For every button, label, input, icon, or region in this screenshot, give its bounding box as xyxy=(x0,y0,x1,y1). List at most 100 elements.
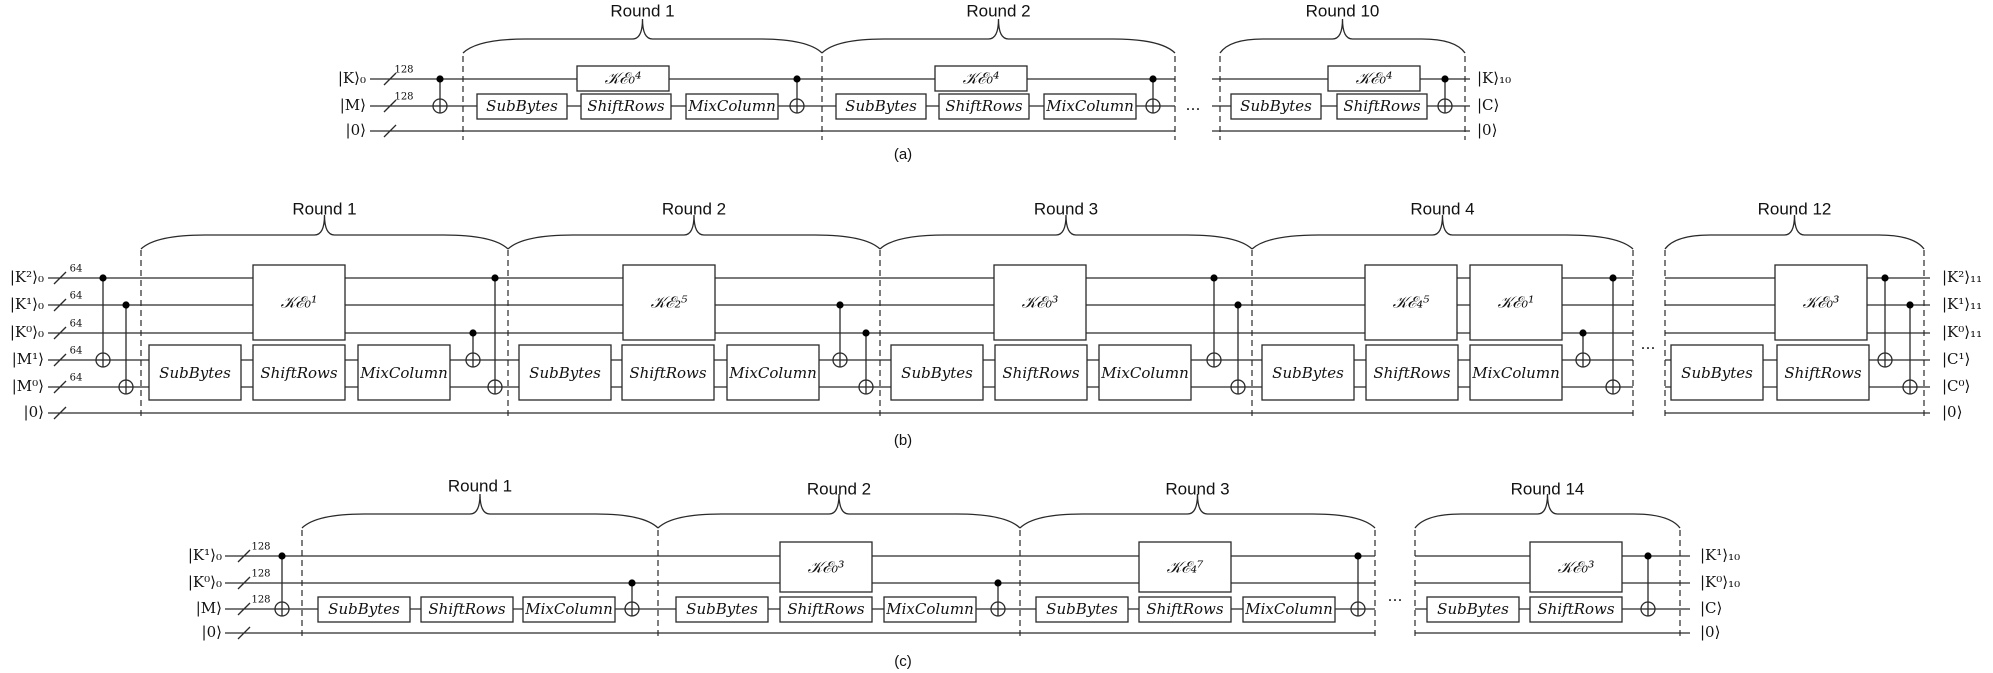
cnot-target xyxy=(1877,352,1893,368)
key-expansion-gate xyxy=(622,264,716,341)
out-label-b-2: |K⁰⟩₁₁ xyxy=(1942,323,1982,341)
ellipsis: … xyxy=(1388,587,1403,605)
bus-width-c: 128 xyxy=(251,595,270,606)
bus-slash xyxy=(383,99,397,113)
round-title: Round 3 xyxy=(1165,479,1229,498)
key-expansion-gate xyxy=(576,65,670,92)
cnot-target xyxy=(1437,98,1453,114)
out-label-c-3: |0⟩ xyxy=(1700,623,1720,641)
gate-label: MixColumn xyxy=(1045,97,1133,115)
cnot-target xyxy=(1206,352,1222,368)
gate-label: ShiftRows xyxy=(945,97,1022,115)
bus-slash xyxy=(53,380,67,394)
control-dot xyxy=(1234,301,1242,309)
control-dot xyxy=(836,301,844,309)
wire-label-c-3: |0⟩ xyxy=(202,623,222,641)
gate-label: SubBytes xyxy=(159,364,231,382)
gate-subbytes xyxy=(148,344,242,401)
gate-label: SubBytes xyxy=(1046,600,1118,618)
key-expansion-label: 𝒦ℰ₀⁴ xyxy=(963,69,1000,88)
control-dot xyxy=(793,75,801,83)
out-label-c-1: |K⁰⟩₁₀ xyxy=(1700,573,1740,591)
key-expansion-gate xyxy=(993,264,1087,341)
control-dot xyxy=(862,329,870,337)
round-title: Round 1 xyxy=(448,476,512,495)
gate-mixcolumn xyxy=(357,344,451,401)
gate-label: ShiftRows xyxy=(1343,97,1420,115)
key-expansion-gate xyxy=(252,264,346,341)
wire-label-k: |K⟩₀ xyxy=(338,69,366,87)
gate-mixcolumn xyxy=(883,596,977,623)
gate-mixcolumn xyxy=(1469,344,1563,401)
gate-shiftrows xyxy=(779,596,873,623)
gate-label: ShiftRows xyxy=(629,364,706,382)
bus-width-k: 128 xyxy=(394,65,413,76)
gate-subbytes xyxy=(835,93,927,120)
gate-shiftrows xyxy=(580,93,672,120)
control-dot xyxy=(1579,329,1587,337)
round-brace xyxy=(1664,214,1925,250)
key-expansion-gate xyxy=(1529,541,1623,593)
gate-shiftrows xyxy=(1336,93,1428,120)
gate-shiftrows xyxy=(1138,596,1232,623)
cnot-target xyxy=(1605,379,1621,395)
round-brace xyxy=(301,493,659,529)
cnot-target xyxy=(1350,601,1366,617)
gate-subbytes xyxy=(1035,596,1129,623)
key-expansion-label: 𝒦ℰ₀³ xyxy=(1803,293,1840,312)
gate-label: SubBytes xyxy=(1437,600,1509,618)
out-label-c-0: |K¹⟩₁₀ xyxy=(1700,546,1740,564)
control-dot xyxy=(1441,75,1449,83)
gate-subbytes xyxy=(518,344,612,401)
round-brace xyxy=(140,214,509,250)
cnot-target xyxy=(432,98,448,114)
control-dot xyxy=(99,274,107,282)
gate-label: SubBytes xyxy=(901,364,973,382)
control-dot xyxy=(1354,552,1362,560)
control-dot xyxy=(1210,274,1218,282)
key-expansion-gate xyxy=(1364,264,1458,341)
round-title: Round 3 xyxy=(1034,199,1098,218)
control-dot xyxy=(628,579,636,587)
wire-label-m: |M⟩ xyxy=(340,96,366,114)
caption-a: (a) xyxy=(894,146,912,163)
round-brace xyxy=(879,214,1253,250)
key-expansion-label: 𝒦ℰ₄⁷ xyxy=(1167,558,1204,577)
gate-label: ShiftRows xyxy=(1146,600,1223,618)
round-brace xyxy=(821,18,1176,54)
control-dot xyxy=(1906,301,1914,309)
round-brace xyxy=(1414,493,1681,529)
gate-label: SubBytes xyxy=(686,600,758,618)
cnot-target xyxy=(118,379,134,395)
out-label-b-3: |C¹⟩ xyxy=(1942,350,1970,368)
key-expansion-label: 𝒦ℰ₀¹ xyxy=(1498,293,1535,312)
out-label-c: |C⟩ xyxy=(1477,96,1499,114)
gate-shiftrows xyxy=(420,596,514,623)
bus-slash xyxy=(383,72,397,86)
gate-label: ShiftRows xyxy=(1537,600,1614,618)
round-title: Round 12 xyxy=(1758,199,1832,218)
gate-label: MixColumn xyxy=(1244,600,1332,618)
round-c-3: Round 3 SubBytes ShiftRows MixColumn 𝒦ℰ₄⁷ xyxy=(1019,479,1376,623)
key-expansion-label: 𝒦ℰ₀³ xyxy=(1022,293,1059,312)
control-dot xyxy=(122,301,130,309)
round-brace xyxy=(462,18,823,54)
gate-mixcolumn xyxy=(522,596,616,623)
gate-label: ShiftRows xyxy=(587,97,664,115)
round-title: Round 1 xyxy=(292,199,356,218)
round-brace xyxy=(1019,493,1376,529)
control-dot xyxy=(1149,75,1157,83)
bus-slash xyxy=(53,353,67,367)
gate-label: SubBytes xyxy=(529,364,601,382)
round-title: Round 10 xyxy=(1306,1,1380,20)
wire-label-b-4: |M⁰⟩ xyxy=(12,377,44,395)
key-expansion-gate xyxy=(779,541,873,593)
control-dot xyxy=(1644,552,1652,560)
